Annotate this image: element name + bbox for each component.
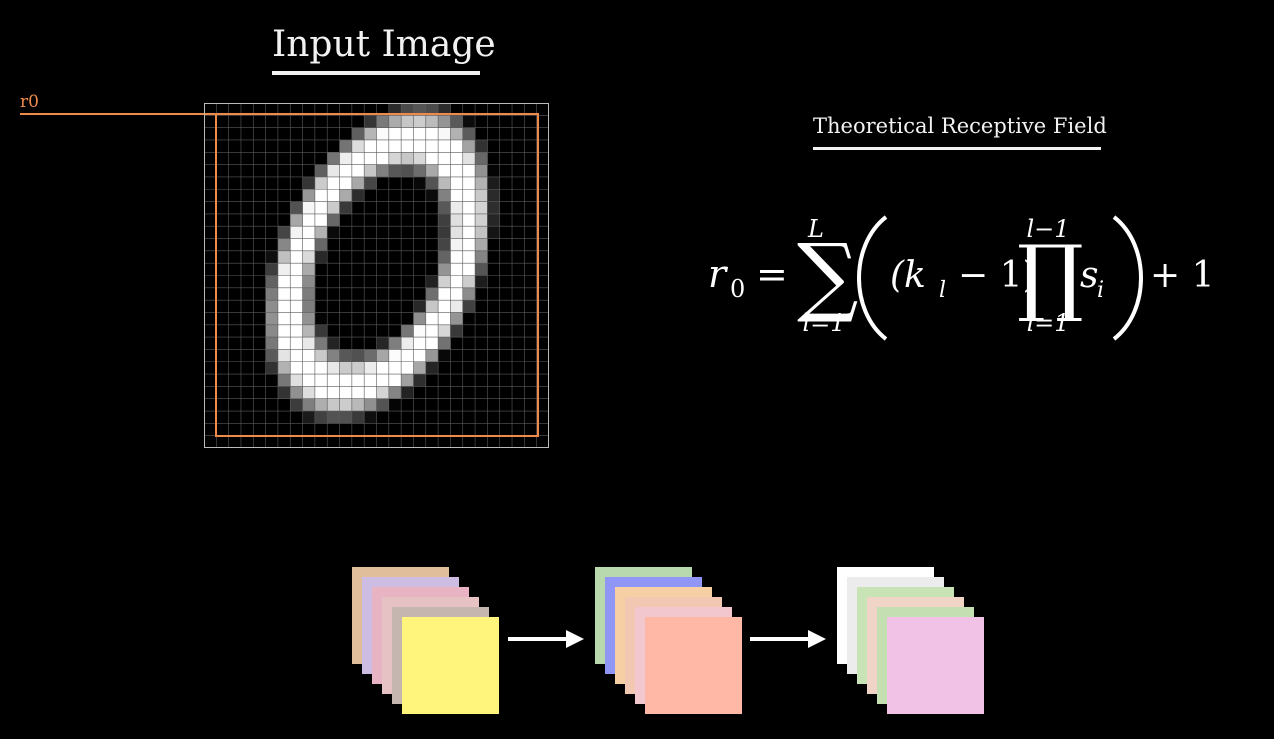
right-big-paren xyxy=(1112,215,1143,341)
feature-map-layer xyxy=(402,617,499,714)
receptive-field-formula: r 0 = L ∑ l=1 (k l − 1) l−1 ∏ i=1 s i + … xyxy=(708,215,1215,341)
receptive-field-box xyxy=(215,113,539,437)
input-image-grid xyxy=(204,103,549,448)
left-big-paren xyxy=(857,215,888,341)
right-arrow-icon xyxy=(750,630,826,648)
formula-r: r xyxy=(708,252,729,296)
input-image-underline xyxy=(272,71,480,75)
image-border xyxy=(204,103,549,448)
formula-k-subscript: l xyxy=(939,278,946,303)
digit-pixels xyxy=(265,103,501,424)
formula-s-subscript: i xyxy=(1097,278,1104,303)
sum-symbol: ∑ xyxy=(797,226,858,326)
right-arrow-icon xyxy=(508,630,584,648)
r0-label: r0 xyxy=(20,92,39,112)
feature-map-layer xyxy=(645,617,742,714)
feature-stack-2 xyxy=(595,567,742,714)
sum-lower-limit: l=1 xyxy=(802,309,845,337)
formula-minus-one: − 1) xyxy=(958,255,1037,296)
receptive-field-underline xyxy=(813,147,1101,150)
formula-s: s xyxy=(1080,255,1098,296)
pixel-grid xyxy=(204,103,549,448)
feature-map-layer xyxy=(887,617,984,714)
feature-stack-3 xyxy=(837,567,984,714)
feature-stack-1 xyxy=(352,567,499,714)
receptive-field-title: Theoretical Receptive Field xyxy=(813,114,1107,138)
formula-equals: = xyxy=(756,252,788,296)
feature-map-stacks xyxy=(352,567,984,714)
formula-r-subscript: 0 xyxy=(730,275,745,303)
formula-k-term: (k xyxy=(890,255,926,296)
prod-symbol: ∏ xyxy=(1017,227,1084,325)
formula-plus-one: + 1 xyxy=(1150,255,1215,296)
prod-upper-limit: l−1 xyxy=(1026,215,1069,243)
sum-upper-limit: L xyxy=(807,215,824,243)
prod-lower-limit: i=1 xyxy=(1026,309,1069,337)
input-image-title: Input Image xyxy=(272,24,496,65)
